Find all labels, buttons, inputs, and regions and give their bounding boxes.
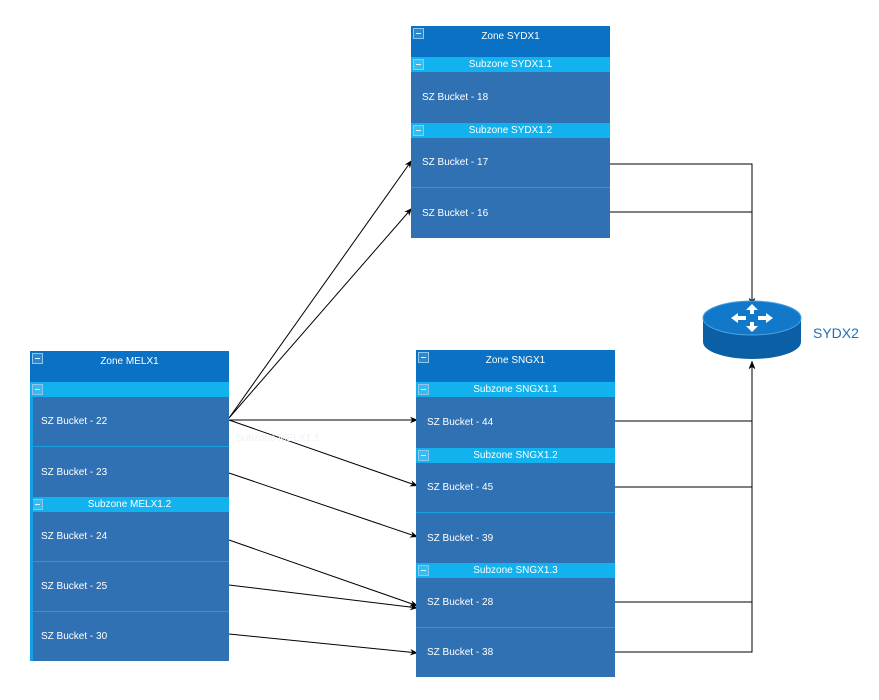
zone-sydx1[interactable]: Zone SYDX1 Subzone SYDX1.1 SZ Bucket - 1… bbox=[411, 26, 610, 238]
collapse-icon[interactable] bbox=[32, 499, 43, 510]
edge-44-to-router bbox=[615, 361, 756, 422]
collapse-icon[interactable] bbox=[418, 384, 429, 395]
bucket-45[interactable]: SZ Bucket - 45 bbox=[416, 463, 615, 513]
edge-16-to-router bbox=[610, 211, 756, 306]
zone-header: Zone SYDX1 bbox=[411, 26, 610, 57]
collapse-icon[interactable] bbox=[418, 352, 429, 363]
edge-22-to-45 bbox=[228, 419, 419, 487]
zone-title: Zone SYDX1 bbox=[481, 31, 540, 42]
zone-title: Zone SNGX1 bbox=[485, 355, 546, 366]
subzone-header bbox=[30, 382, 229, 397]
zone-melx1[interactable]: Zone MELX1 SZ Bucket - 22 SZ Bucket - 23… bbox=[30, 351, 229, 661]
collapse-icon[interactable] bbox=[32, 384, 43, 395]
bucket-18[interactable]: SZ Bucket - 18 bbox=[411, 72, 610, 123]
edge-28-to-router bbox=[615, 361, 756, 603]
bucket-30[interactable]: SZ Bucket - 30 bbox=[30, 612, 229, 661]
edge-17-to-router bbox=[610, 163, 756, 306]
router-icon bbox=[702, 300, 802, 359]
edge-24-to-28 bbox=[228, 539, 419, 607]
subzone-header: Subzone SNGX1.1 bbox=[416, 382, 615, 397]
zone-header: Zone MELX1 bbox=[30, 351, 229, 382]
bucket-17[interactable]: SZ Bucket - 17 bbox=[411, 138, 610, 188]
edge-25-to-28 bbox=[228, 584, 419, 611]
subzone-header: Subzone SYDX1.1 bbox=[411, 57, 610, 72]
collapse-icon[interactable] bbox=[413, 125, 424, 136]
collapse-icon[interactable] bbox=[418, 450, 429, 461]
subzone-header: Subzone SYDX1.2 bbox=[411, 123, 610, 138]
subzone-header: Subzone SNGX1.2 bbox=[416, 448, 615, 463]
edge-30-to-38 bbox=[228, 633, 419, 656]
bucket-22[interactable]: SZ Bucket - 22 bbox=[30, 397, 229, 447]
collapse-icon[interactable] bbox=[418, 565, 429, 576]
zone-left-accent bbox=[30, 397, 33, 661]
collapse-icon[interactable] bbox=[413, 28, 424, 39]
subzone-header: Subzone SNGX1.3 bbox=[416, 563, 615, 578]
bucket-38[interactable]: SZ Bucket - 38 bbox=[416, 628, 615, 677]
bucket-25[interactable]: SZ Bucket - 25 bbox=[30, 562, 229, 612]
zone-header: Zone SNGX1 bbox=[416, 350, 615, 381]
bucket-44[interactable]: SZ Bucket - 44 bbox=[416, 397, 615, 448]
edge-22-to-17 bbox=[228, 159, 413, 419]
zone-sngx1[interactable]: Zone SNGX1 Subzone SNGX1.1 SZ Bucket - 4… bbox=[416, 350, 615, 677]
subzone-header: Subzone MELX1.2 bbox=[30, 497, 229, 512]
bucket-39[interactable]: SZ Bucket - 39 bbox=[416, 513, 615, 563]
bucket-16[interactable]: SZ Bucket - 16 bbox=[411, 188, 610, 238]
collapse-icon[interactable] bbox=[32, 353, 43, 364]
bucket-28[interactable]: SZ Bucket - 28 bbox=[416, 578, 615, 628]
edge-45-to-router bbox=[615, 361, 756, 488]
edge-22-to-16 bbox=[228, 207, 413, 419]
detached-subzone-label: Subzone MELX1.1 bbox=[236, 433, 320, 444]
router-label: SYDX2 bbox=[813, 325, 859, 341]
edge-38-to-router bbox=[615, 361, 756, 653]
edge-23-to-39 bbox=[228, 472, 419, 538]
zone-title: Zone MELX1 bbox=[100, 356, 159, 367]
collapse-icon[interactable] bbox=[413, 59, 424, 70]
bucket-24[interactable]: SZ Bucket - 24 bbox=[30, 512, 229, 562]
bucket-23[interactable]: SZ Bucket - 23 bbox=[30, 447, 229, 497]
